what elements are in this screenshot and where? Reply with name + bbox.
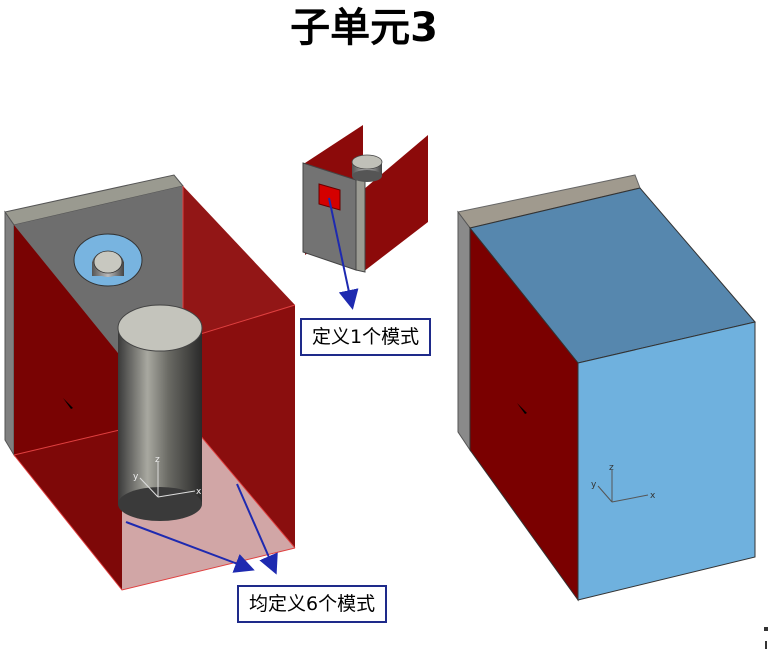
axis-triad-left <box>139 462 196 498</box>
left-model: z y x <box>4 174 296 591</box>
axis-x-label-right: x <box>650 491 656 501</box>
page-title: 子单元3 <box>290 5 438 51</box>
axis-triad-right <box>597 470 649 503</box>
callout-define-one-mode: 定义1个模式 <box>300 318 432 356</box>
callout-arrows <box>125 197 359 575</box>
right-model: z y x <box>457 174 756 602</box>
callout-define-six-modes: 均定义6个模式 <box>237 585 388 623</box>
axis-z-label-right: z <box>609 463 614 473</box>
axis-y-label: y <box>133 472 139 482</box>
axis-x-label: x <box>196 487 202 497</box>
middle-model <box>302 125 428 273</box>
axis-z-label: z <box>155 455 160 465</box>
axis-y-label-right: y <box>591 480 597 490</box>
cursor-icon <box>63 398 73 409</box>
cursor-icon <box>517 403 527 414</box>
